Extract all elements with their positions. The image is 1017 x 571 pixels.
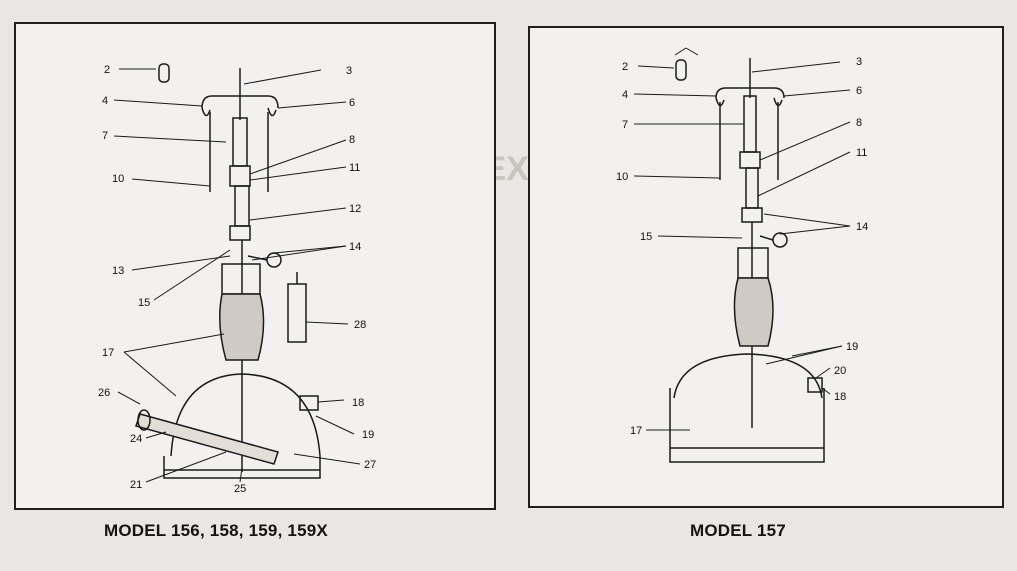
callout-19: 19 [846, 341, 858, 353]
callout-27: 27 [364, 459, 376, 471]
callout-6: 6 [856, 85, 862, 97]
callout-12: 12 [349, 203, 361, 215]
callout-15: 15 [640, 231, 652, 243]
callout-20: 20 [834, 365, 846, 377]
diagram-panel-right: 2 3 4 6 7 8 10 11 14 15 17 18 19 20 [528, 26, 1004, 508]
callout-4: 4 [622, 89, 628, 101]
callout-10: 10 [112, 173, 124, 185]
callout-14: 14 [349, 241, 361, 253]
callout-15: 15 [138, 297, 150, 309]
caption-left-models: MODEL 156, 158, 159, 159X [104, 521, 328, 540]
callout-7: 7 [102, 130, 108, 142]
callout-8: 8 [856, 117, 862, 129]
callout-2: 2 [622, 61, 628, 73]
callout-25: 25 [234, 483, 246, 495]
callout-4: 4 [102, 95, 108, 107]
lantern-diagram-models-156-158-159: 2 3 4 6 7 8 10 11 12 13 14 15 17 18 19 2… [98, 63, 376, 495]
callout-17: 17 [630, 425, 642, 437]
callout-24: 24 [130, 433, 142, 445]
callout-21: 21 [130, 479, 142, 491]
callout-13: 13 [112, 265, 124, 277]
callout-3: 3 [346, 65, 352, 77]
callout-3: 3 [856, 56, 862, 68]
caption-right-model: MODEL 157 [690, 521, 786, 540]
callout-28: 28 [354, 319, 366, 331]
callout-18: 18 [352, 397, 364, 409]
callout-17: 17 [102, 347, 114, 359]
callout-2: 2 [104, 64, 110, 76]
diagram-panel-left: 2 3 4 6 7 8 10 11 12 13 14 15 17 18 19 2… [14, 22, 496, 510]
callout-6: 6 [349, 97, 355, 109]
callout-26: 26 [98, 387, 110, 399]
lantern-diagram-model-157: 2 3 4 6 7 8 10 11 14 15 17 18 19 20 [616, 47, 868, 463]
callout-18: 18 [834, 391, 846, 403]
callout-7: 7 [622, 119, 628, 131]
callout-10: 10 [616, 171, 628, 183]
callout-8: 8 [349, 134, 355, 146]
callout-14: 14 [856, 221, 868, 233]
callout-11: 11 [856, 147, 867, 159]
callout-19: 19 [362, 429, 374, 441]
callout-11: 11 [349, 162, 360, 174]
